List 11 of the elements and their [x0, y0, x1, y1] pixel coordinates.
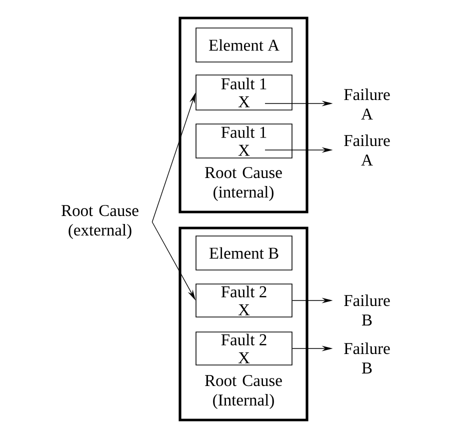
failure-text: Failure B — [344, 342, 390, 374]
fault-box: Fault 1 X — [196, 124, 292, 158]
element-box: Element B — [196, 236, 292, 270]
failure-text: Failure A — [344, 88, 390, 120]
fault-box: Fault 2 X — [196, 284, 292, 318]
fault-box: Fault 1 X — [196, 74, 292, 110]
cause-text: Root Cause (external) — [62, 205, 138, 239]
fault-box: Fault 2 X — [196, 332, 292, 366]
failure-text: Failure A — [344, 134, 390, 166]
failure-text: Failure B — [344, 294, 390, 326]
element-box: Element A — [196, 28, 292, 62]
